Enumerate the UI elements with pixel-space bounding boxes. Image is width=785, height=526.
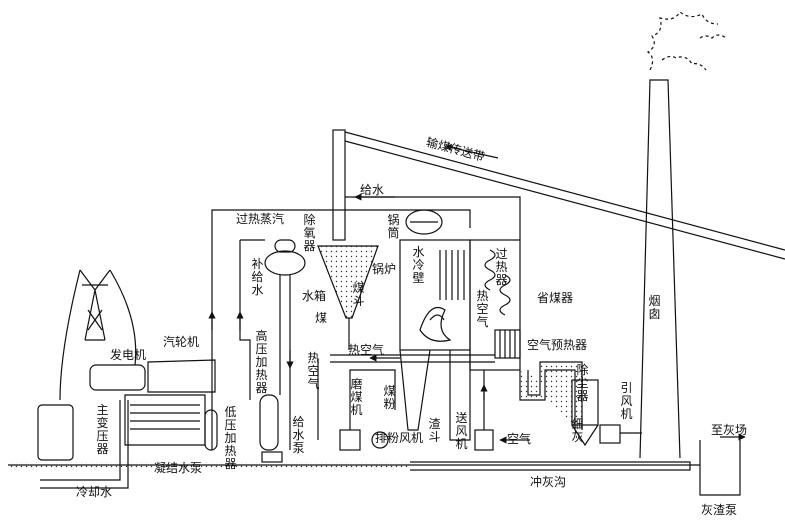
main-transformer: [37, 404, 74, 461]
exhaust-fan: [371, 431, 389, 449]
superheated-steam-label: 过热蒸汽: [236, 212, 285, 226]
turbine: [147, 359, 216, 393]
feed-pump-label: 给水泵: [292, 415, 305, 455]
exhaust-fan-label: 排粉风机: [375, 431, 424, 445]
water-wall-label: 水冷壁: [412, 245, 425, 285]
condenser-tubes: [130, 404, 200, 430]
dust-collector: [571, 379, 599, 426]
ash-trench-label: 冲灰沟: [530, 475, 567, 489]
slag-pump-label: 灰渣泵: [701, 503, 738, 517]
makeup-water-label: 补给水: [251, 257, 264, 297]
hot-air-vertical-label: 热空气: [307, 351, 320, 391]
coal-label: 煤: [315, 311, 328, 325]
water-tank-label: 水箱: [302, 289, 327, 303]
turbine-label: 汽轮机: [163, 335, 200, 349]
dust-collector-label: 除尘器: [576, 363, 589, 403]
power-lines: [59, 269, 137, 401]
cooling-water-label: 冷却水: [76, 485, 113, 499]
dust-cone: [571, 424, 599, 447]
slag-pit: [699, 440, 741, 496]
feedwater-pipe: [345, 196, 521, 240]
air-preheater: [494, 329, 521, 359]
water-wall-tubes: [439, 250, 465, 300]
chimney-label: 烟囱: [648, 294, 661, 321]
deaerator-label: 除氧器: [303, 213, 316, 253]
coal-powder-label: 煤粉: [383, 384, 396, 411]
transformer-label: 主变压器: [96, 403, 109, 456]
air-label: 空气: [507, 432, 532, 446]
condensate-pump-label: 凝结水泵: [154, 461, 203, 475]
smoke: [646, 11, 727, 71]
id-fan-label: 引风机: [620, 381, 633, 421]
drum-label: 锅筒: [387, 213, 400, 240]
fine-ash-label: 细灰: [571, 417, 584, 444]
hp-heater-label: 高压加热器: [255, 329, 268, 395]
coal-mill: [339, 429, 361, 451]
hot-air-duct: [330, 354, 495, 363]
ash-trench: [410, 461, 691, 471]
flame: [419, 306, 452, 342]
coal-conveyor-belt-lower: [344, 140, 785, 260]
furnace-shape: [399, 349, 431, 431]
lp-heater: [204, 409, 218, 451]
mill-pipe: [349, 369, 396, 430]
condenser: [124, 394, 206, 446]
feedwater-top-label: 给水: [360, 183, 385, 197]
coal-hopper: [317, 245, 379, 319]
fd-fan-label: 送风机: [455, 411, 468, 451]
conveyor-arrow: [444, 143, 499, 159]
superheater-coil: [484, 249, 496, 291]
hp-heater: [259, 394, 279, 451]
slag-hopper-label: 渣斗: [428, 417, 441, 444]
chimney: [639, 79, 681, 459]
ground-fill: [8, 462, 408, 468]
boiler-label: 锅炉: [372, 262, 397, 276]
economizer-label: 省煤器: [537, 291, 574, 305]
makeup-water-pipe: [239, 239, 265, 400]
feed-pump: [261, 451, 283, 463]
coal-column: [332, 129, 346, 241]
coal-conveyor-belt: [344, 131, 785, 251]
superheater-label: 过热器: [495, 247, 508, 287]
hot-air-left-label: 热空气: [348, 343, 385, 357]
transmission-tower: [79, 269, 111, 341]
generator: [89, 364, 146, 391]
deaerator-head: [274, 239, 296, 253]
air-preheater-label: 空气预热器: [527, 338, 588, 352]
generator-label: 发电机: [110, 348, 147, 362]
coal-mill-label: 磨煤机: [350, 377, 363, 417]
convection-pass: [469, 239, 521, 371]
hot-air-right-label: 热空气: [476, 289, 489, 329]
boiler-drum: [405, 209, 443, 235]
lp-heater-label: 低压加热器: [224, 405, 237, 471]
coal-hopper-label: 煤斗: [352, 281, 365, 308]
id-fan: [599, 424, 621, 444]
fd-fan: [474, 429, 494, 451]
furnace-lower: [449, 350, 471, 441]
economizer-coil: [499, 274, 511, 316]
to-ash-yard-label: 至灰场: [711, 423, 748, 437]
cooling-water-pipe: [40, 400, 129, 489]
deaerator-tank: [264, 250, 306, 276]
